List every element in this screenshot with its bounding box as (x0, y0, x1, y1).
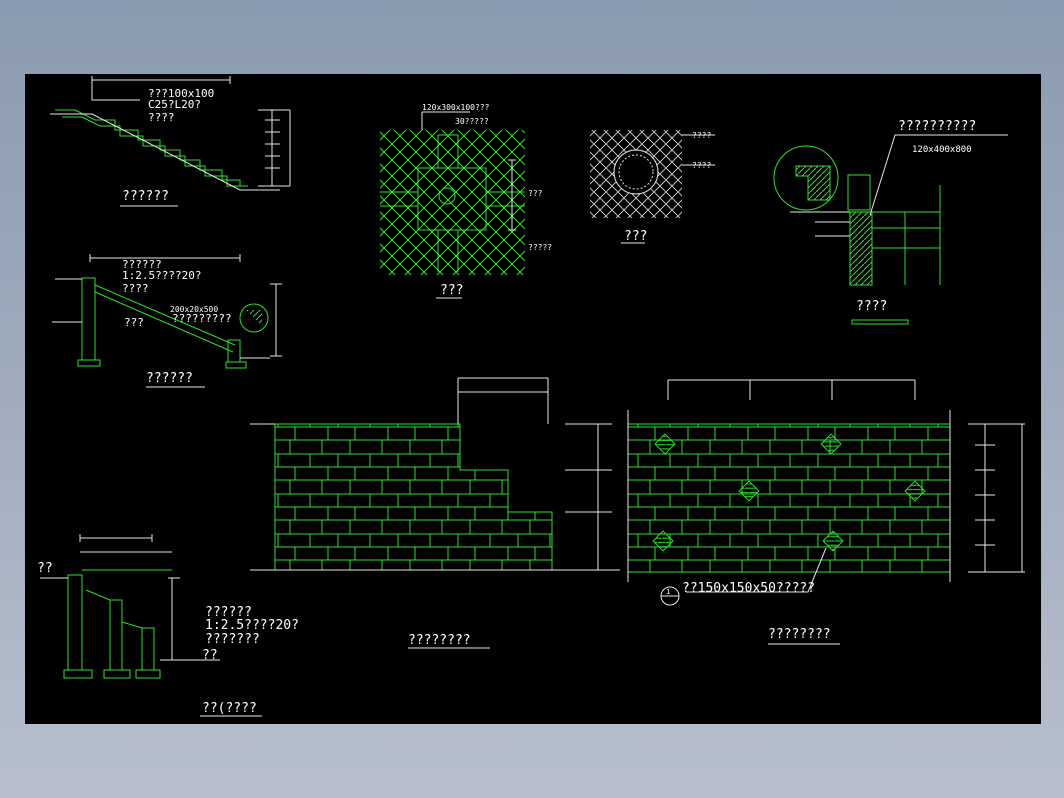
plan-note-1: 30????? (455, 117, 489, 126)
plan-note-3: ????? (528, 243, 552, 252)
round-note-2: ???? (692, 161, 711, 170)
step-note-2: 1:2.5????20? (205, 618, 299, 633)
plan-dim-label: 120x300x100??? (422, 103, 490, 112)
stair2-title: ?????? (146, 371, 193, 386)
plan-title: ??? (440, 283, 463, 298)
step-note-bottom: ?? (202, 648, 218, 663)
corner-heading: ?????????? (898, 119, 976, 134)
callout-number: 1 (666, 588, 670, 596)
step-title: ??(???? (202, 701, 257, 716)
stair2-note-1: ?????? (122, 258, 162, 271)
stair-section-2: ?????? 1:2.5????20? ???? ??? 200x20x500 … (52, 254, 282, 388)
drawing-sheet (25, 74, 1041, 724)
plan-note-2: ??? (528, 189, 543, 198)
stair2-note-4: ??? (124, 316, 144, 329)
stair2-note-3: ???? (122, 282, 149, 295)
wall-elevation-2: 1 ??150x150x50????? ???????? (627, 379, 1025, 645)
wall-elevation-1: ???????? (250, 377, 620, 649)
wall1-title: ???????? (408, 633, 471, 648)
step-note-3: ??????? (205, 632, 260, 647)
wall2-title: ???????? (768, 627, 831, 642)
round-title: ??? (624, 229, 647, 244)
inlay-stones (652, 433, 926, 552)
step-section: ?? ?????? 1:2.5????20? ??????? ?? ??(???… (37, 534, 299, 717)
round-detail: ???? ???? ??? (590, 130, 715, 244)
corner-detail: ?????????? 120x400x800 ???? (773, 119, 1008, 325)
stair2-note-5: 200x20x500 (170, 305, 218, 314)
step-note-1: ?????? (205, 605, 252, 620)
stair2-note-6: ????????? (172, 312, 232, 325)
plan-detail: 120x300x100??? 30????? ??? ????? ??? (380, 103, 552, 299)
stair1-note-3: ???? (148, 111, 175, 124)
stair-section-1: ???100x100 C25?L20? ???? ?????? (50, 76, 291, 207)
stair1-note-1: ???100x100 (148, 87, 214, 100)
round-note-1: ???? (692, 131, 711, 140)
corner-title: ???? (856, 299, 887, 314)
step-note-top: ?? (37, 561, 53, 576)
stair2-note-2: 1:2.5????20? (122, 269, 201, 282)
wall2-callout: ??150x150x50????? (682, 581, 815, 596)
stair1-note-2: C25?L20? (148, 98, 201, 111)
stair1-title: ?????? (122, 189, 169, 204)
corner-size-label: 120x400x800 (912, 145, 972, 155)
